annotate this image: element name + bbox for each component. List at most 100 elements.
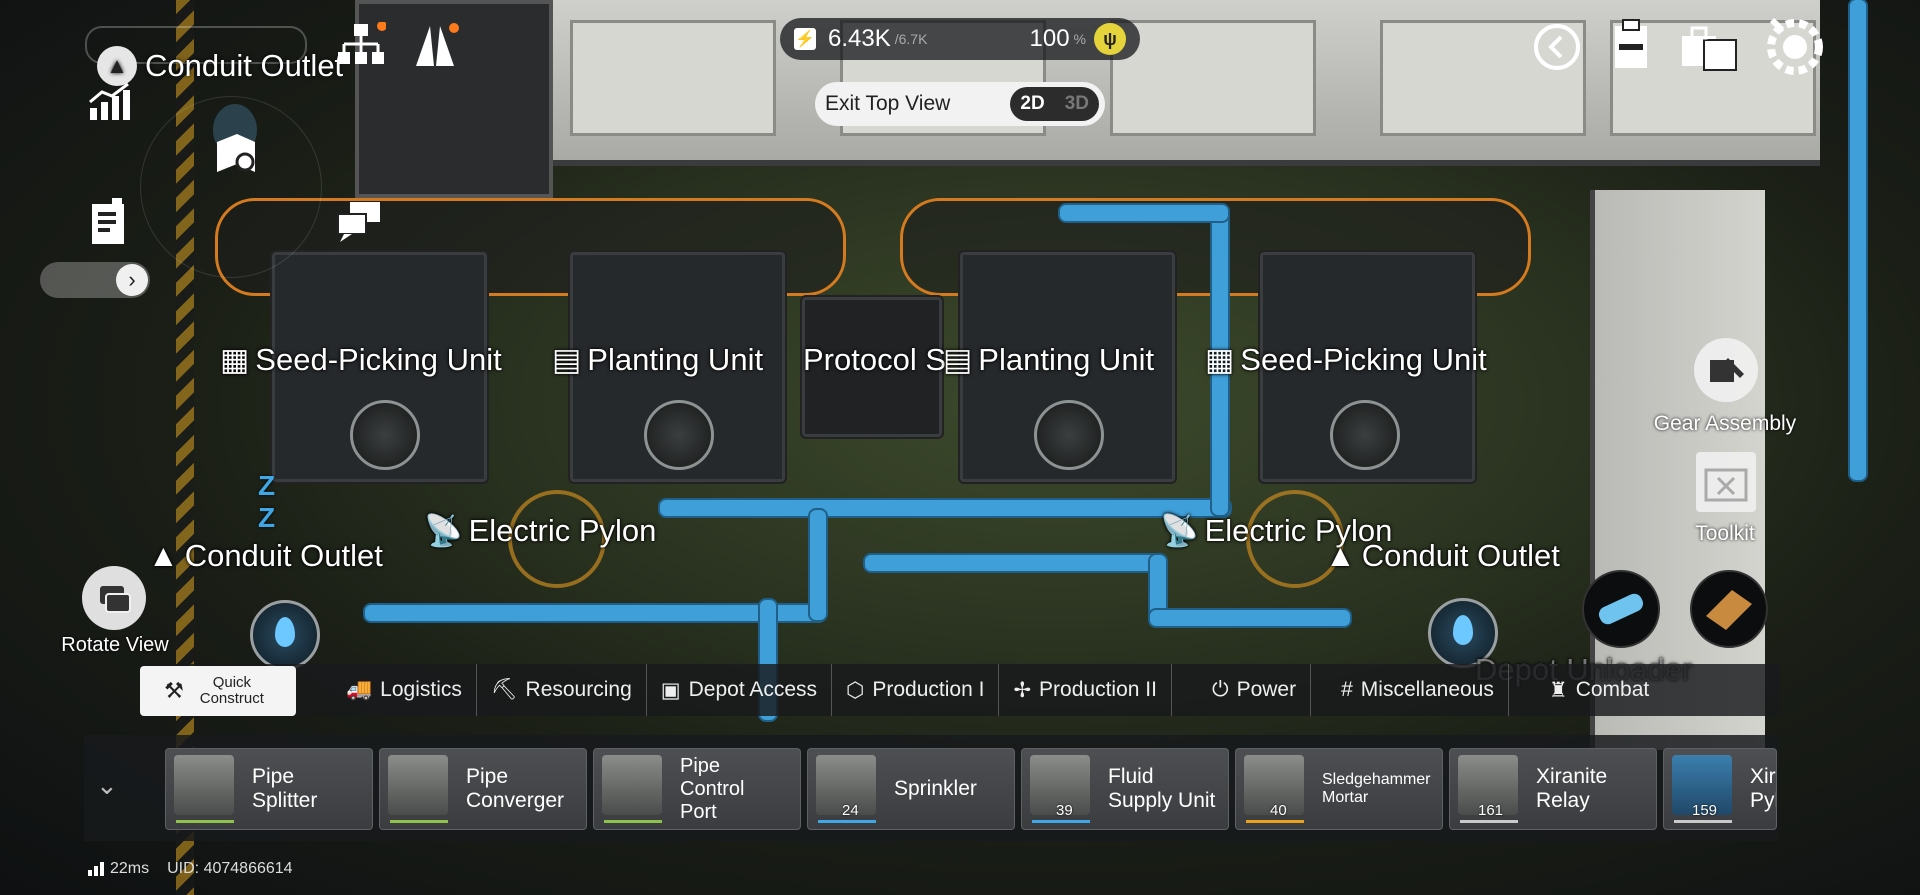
network-icon[interactable] (336, 21, 387, 68)
tab-combat[interactable]: ♜Combat (1548, 678, 1650, 702)
rotate-icon (100, 586, 131, 613)
coin-unit: % (1073, 31, 1086, 47)
back-icon (1534, 24, 1580, 70)
planting-node[interactable] (1034, 400, 1104, 470)
pipe (1850, 0, 1866, 480)
tray-slot[interactable]: Pipe Control Port (593, 748, 801, 830)
tab-depot-access[interactable]: ▣Depot Access (647, 664, 833, 716)
back-button[interactable] (1530, 20, 1584, 74)
label-protocol: Protocol S (803, 342, 947, 377)
tab-production-2[interactable]: ✢Production II (999, 664, 1172, 716)
signal-icon (88, 862, 104, 876)
resource-bar: ⚡ 6.43K /6.7K 100 % ψ (780, 18, 1140, 60)
gear-icon (1767, 17, 1823, 75)
collapse-chevron-icon[interactable]: ⌄ (96, 770, 118, 800)
tab-miscellaneous[interactable]: #Miscellaneous (1311, 664, 1509, 716)
sprinkler-icon (816, 755, 876, 815)
sledgehammer-mortar-icon (1244, 755, 1304, 815)
rotate-view-button[interactable] (82, 566, 146, 630)
tray-slot[interactable]: 161 Xiranite Relay (1449, 748, 1657, 830)
protocol-stash[interactable] (800, 295, 944, 439)
quick-construct-button[interactable]: ⚒ Quick Construct (140, 666, 296, 716)
label-seed-picking-1: ▦Seed-Picking Unit (220, 342, 502, 377)
slot-bar (390, 820, 448, 823)
pylon-icon: 📡 (424, 513, 463, 548)
conduit-outlet-node[interactable] (1428, 598, 1498, 668)
conduit-outlet-node[interactable] (250, 600, 320, 670)
pipe-control-port-icon (602, 755, 662, 815)
chevron-right-icon: › (116, 264, 148, 296)
conduit-outlet-icon: ▲ (1325, 538, 1356, 573)
tray-slot[interactable]: 159 Xiranite Pylon (1663, 748, 1777, 830)
label-outlet-right: ▲Conduit Outlet (1325, 538, 1560, 573)
label-outlet-left: ▲Conduit Outlet (148, 538, 383, 573)
exit-top-view-label: Exit Top View (825, 92, 951, 115)
tab-resourcing[interactable]: ⛏Resourcing (477, 664, 647, 716)
mode-2d[interactable]: 2D (1020, 93, 1045, 114)
exit-top-view-button[interactable]: Exit Top View 2D 3D (815, 82, 1105, 126)
power-icon: ⚡ (794, 28, 816, 50)
tray-slot[interactable]: Pipe Splitter (165, 748, 373, 830)
seed-picking-node[interactable] (350, 400, 420, 470)
title-frame (85, 26, 307, 64)
label-seed-picking-2: ▦Seed-Picking Unit (1205, 342, 1487, 377)
gear-assembly-icon (1710, 358, 1744, 382)
tab-logistics[interactable]: 🚚Logistics (332, 664, 477, 716)
seed-picking-icon: ▦ (1205, 342, 1235, 377)
slot-bar (176, 820, 234, 823)
ping-indicator: 22ms (88, 860, 149, 878)
pipe (365, 605, 825, 621)
slot-bar (1246, 820, 1304, 823)
settings-button[interactable] (1760, 12, 1830, 82)
panel-toggle[interactable]: › (40, 262, 150, 298)
inventory-button[interactable] (1680, 20, 1737, 74)
category-bar: 🚚Logistics ⛏Resourcing ▣Depot Access ⬡Pr… (160, 664, 1780, 716)
uid-label: UID: 4074866614 (167, 860, 293, 877)
slot-bar (1460, 820, 1518, 823)
tray-slot[interactable]: 40 Sledgehammer Mortar (1235, 748, 1443, 830)
pipe (1212, 210, 1228, 515)
power-max: /6.7K (894, 31, 928, 47)
mode-3d[interactable]: 3D (1064, 93, 1089, 114)
conduit-outlet-icon: ▲ (148, 538, 179, 573)
pipe (1060, 205, 1228, 221)
clipboard-button[interactable] (1605, 18, 1659, 72)
toolkit-button[interactable] (1696, 452, 1756, 512)
tray-slot[interactable]: 24 Sprinkler (807, 748, 1015, 830)
stats-icon[interactable] (88, 82, 132, 122)
selected-building-title: ▲ Conduit Outlet (97, 46, 343, 86)
task-list-icon[interactable] (90, 198, 134, 248)
pipe (810, 510, 826, 620)
planting-node[interactable] (644, 400, 714, 470)
footer: 22ms UID: 4074866614 (88, 860, 293, 878)
pylon-range-ring (1246, 490, 1344, 588)
grid-icon: # (1341, 678, 1353, 701)
tab-production-1[interactable]: ⬡Production I (832, 664, 1000, 716)
item-shortcut-plate[interactable] (1690, 570, 1768, 648)
pipe-converger-icon (388, 755, 448, 815)
logistics-icon: 🚚 (346, 678, 373, 701)
turret-icon: ♜ (1548, 678, 1568, 702)
pipe (1150, 555, 1166, 625)
item-shortcut-pipe[interactable] (1582, 570, 1660, 648)
view-mode-toggle[interactable]: 2D 3D (1010, 87, 1099, 121)
chat-icon[interactable] (336, 200, 382, 242)
planting-icon: ▤ (552, 342, 582, 377)
depot-icon: ▣ (660, 678, 681, 702)
blueprint-icon[interactable] (410, 22, 460, 68)
gear-assembly-label: Gear Assembly (1653, 412, 1797, 435)
tab-power[interactable]: ⏻Power (1172, 664, 1312, 716)
slot-bar (1032, 820, 1090, 823)
tray-slot[interactable]: Pipe Converger (379, 748, 587, 830)
tray-slot[interactable]: 39 Fluid Supply Unit (1021, 748, 1229, 830)
toolkit-label: Toolkit (1695, 522, 1755, 545)
seed-picking-node[interactable] (1330, 400, 1400, 470)
hammer-icon: ⚒ (164, 678, 184, 704)
slot-bar (1674, 820, 1732, 823)
xiranite-pylon-icon (1672, 755, 1732, 815)
label-pylon-2: 📡Electric Pylon (1160, 512, 1393, 549)
map-search-icon[interactable] (205, 100, 265, 180)
power-tab-icon: ⏻ (1211, 678, 1229, 701)
gear-assembly-button[interactable] (1694, 338, 1758, 402)
